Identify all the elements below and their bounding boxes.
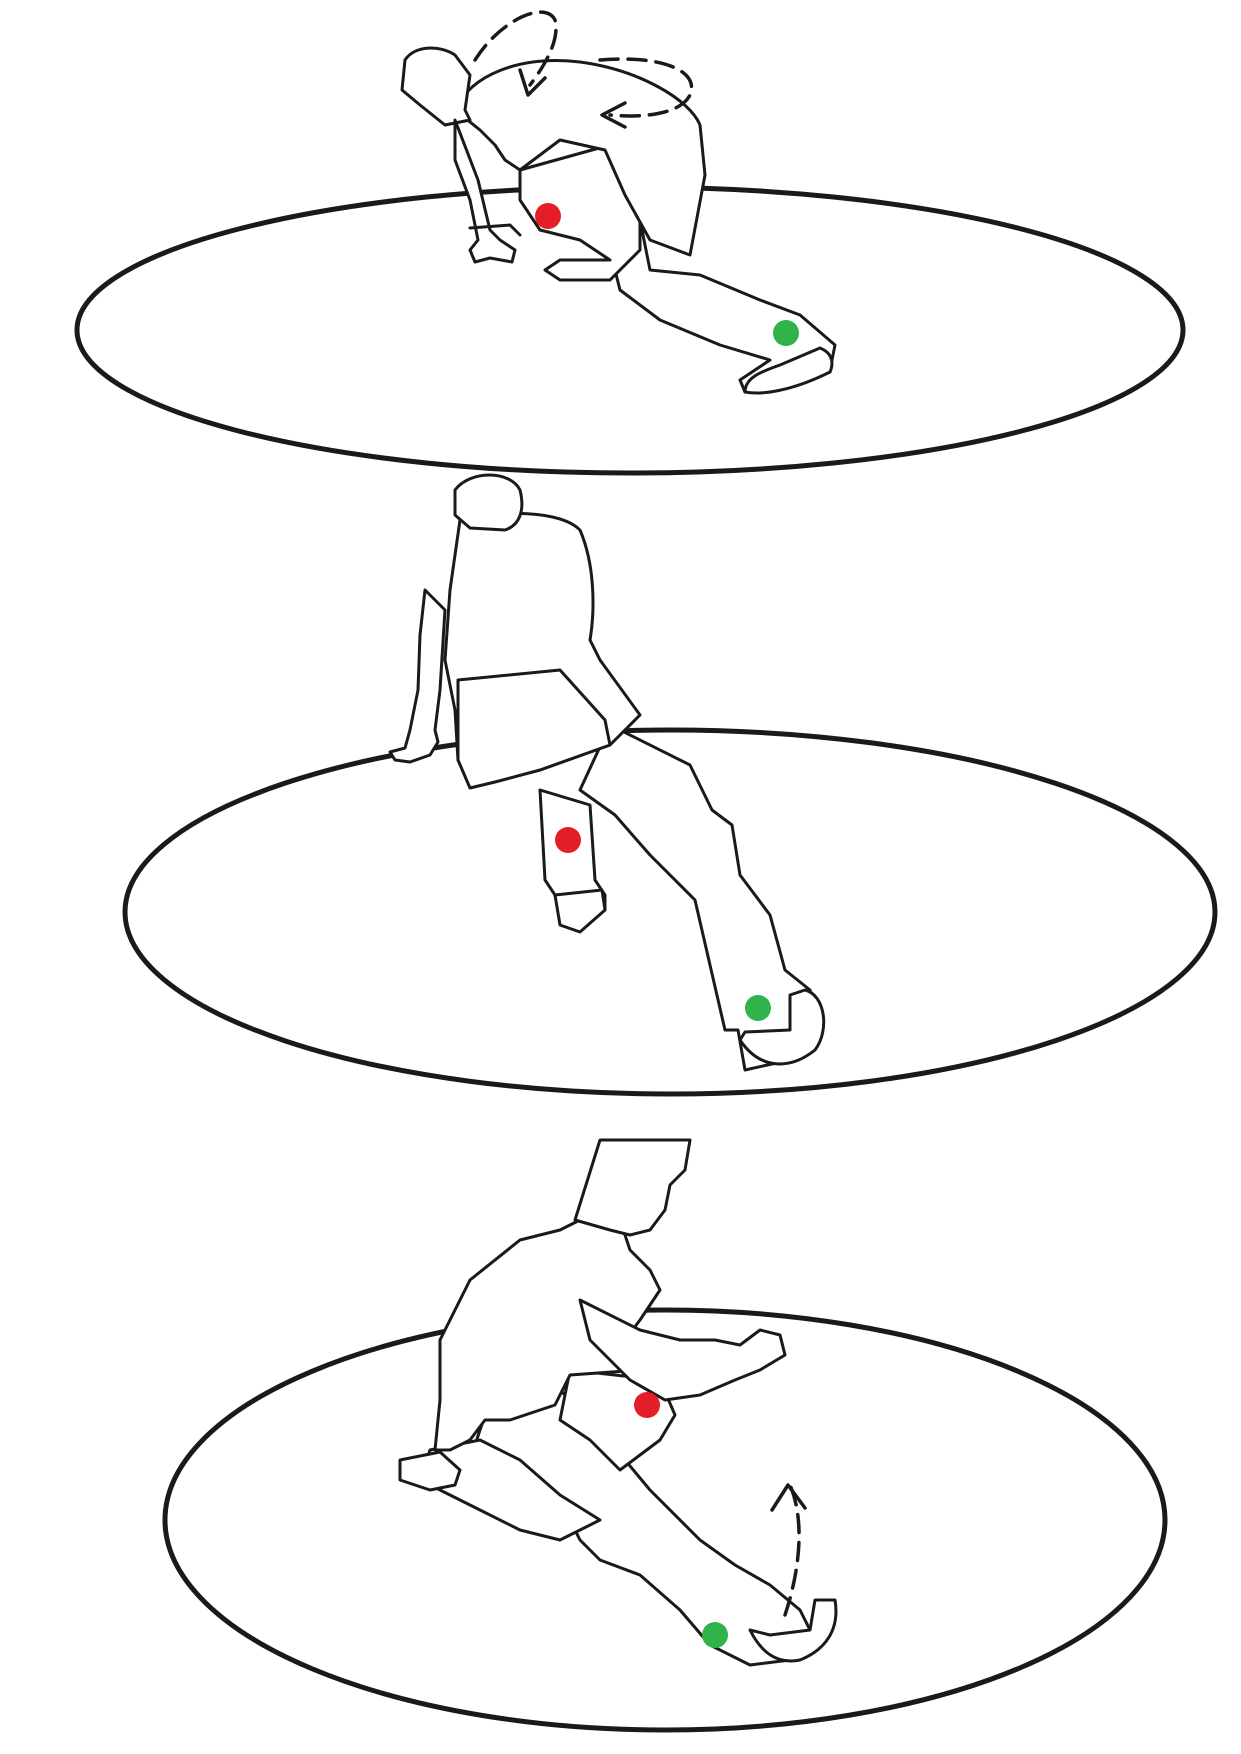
wrestler-figure [388, 473, 826, 1072]
hand [468, 223, 522, 237]
head [453, 473, 524, 532]
circular-mat [122, 727, 1218, 1097]
shorts [456, 668, 612, 790]
back-foot [398, 1450, 462, 1492]
shoe [748, 1598, 838, 1663]
head-rotation-arrow [473, 10, 558, 87]
front-shoe [553, 888, 607, 934]
arm [578, 1298, 787, 1402]
wrestler-figure [400, 46, 837, 395]
head [400, 46, 472, 127]
head [573, 1138, 692, 1237]
wrestler-figure [398, 1138, 838, 1667]
torso [433, 1208, 662, 1452]
green-marker [745, 995, 771, 1021]
red-marker [555, 827, 581, 853]
back-shoe [743, 346, 834, 395]
step-3-illustration [162, 1138, 1168, 1733]
red-marker [535, 203, 561, 229]
step-2-illustration [122, 473, 1218, 1097]
red-marker [634, 1392, 660, 1418]
arm [453, 118, 517, 264]
step-3-panel [0, 1138, 1241, 1754]
torso [453, 59, 707, 257]
green-marker [773, 320, 799, 346]
leg-lift-arrowhead [770, 1483, 807, 1512]
head-rotation-arrowhead [518, 68, 547, 97]
kneeling-leg [418, 1438, 602, 1542]
green-marker [702, 1622, 728, 1648]
step-2-panel [0, 470, 1241, 1130]
leg-lift-arrow [783, 1483, 801, 1617]
back-shoe [738, 988, 826, 1066]
step-1-illustration [74, 10, 1186, 476]
hip-rotation-arrowhead [600, 101, 627, 129]
step-1-panel [0, 0, 1241, 476]
arm [388, 588, 447, 764]
hip-rotation-arrow [598, 57, 694, 118]
